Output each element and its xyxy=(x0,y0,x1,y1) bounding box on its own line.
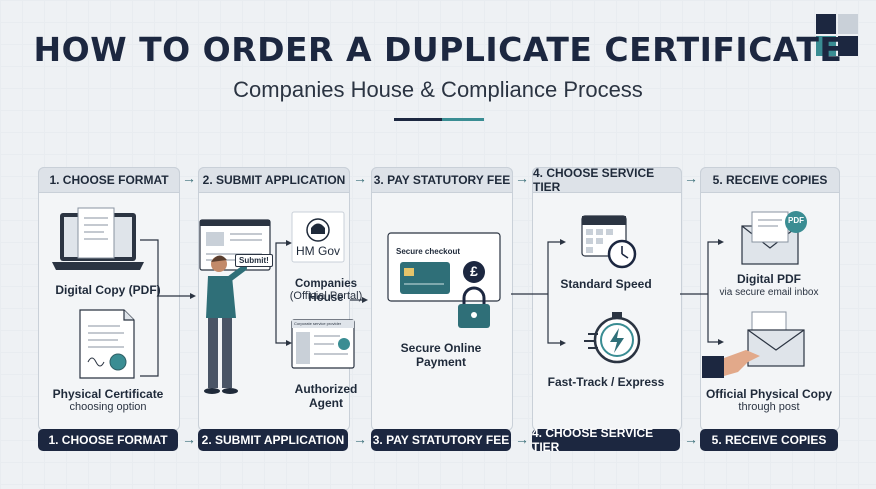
page-subtitle: Companies House & Compliance Process xyxy=(233,77,643,102)
agent-label-line-2: Agent xyxy=(309,396,343,410)
title-divider xyxy=(394,118,484,121)
header-arrow-icon: → xyxy=(182,170,196,186)
step-4-panel xyxy=(532,167,682,431)
stopwatch-bolt-icon xyxy=(584,312,641,364)
physical-certificate-sub: choosing option xyxy=(69,401,147,413)
step-2-footer: 2. SUBMIT APPLICATION xyxy=(198,429,348,451)
hand-envelope-icon xyxy=(702,311,805,378)
header-arrow-icon: → xyxy=(515,170,529,186)
agent-screen-icon xyxy=(291,319,355,369)
secure-checkout-window xyxy=(387,232,501,302)
standard-speed-label: Standard Speed xyxy=(560,277,652,291)
padlock-icon xyxy=(458,286,490,328)
hm-gov-text: HM Gov xyxy=(295,244,340,258)
laptop-icon xyxy=(52,207,144,270)
physical-certificate-label: Physical Certificate xyxy=(52,387,164,401)
step-4-footer: 4. CHOOSE SERVICE TIER xyxy=(532,426,680,454)
submit-button[interactable]: Submit! xyxy=(235,254,273,267)
header-arrow-icon: → xyxy=(353,170,367,186)
step-5-panel xyxy=(700,167,840,431)
header-arrow-icon: → xyxy=(684,170,698,186)
calendar-clock-icon xyxy=(581,215,637,269)
step-2-header: 2. SUBMIT APPLICATION xyxy=(198,167,350,193)
companies-house-sub: (Official Portal) xyxy=(289,290,363,302)
payment-label-line-2: Payment xyxy=(415,355,467,369)
person-icon xyxy=(204,255,247,394)
step-3-header: 3. PAY STATUTORY FEE xyxy=(371,167,513,193)
digital-pdf-label: Digital PDF xyxy=(736,272,801,286)
brand-logo-icon xyxy=(816,14,858,56)
footer-arrow-icon: → xyxy=(353,431,367,447)
step-1-footer: 1. CHOOSE FORMAT xyxy=(38,429,178,451)
checkout-title: Secure checkout xyxy=(396,247,461,256)
pound-icon: £ xyxy=(470,263,478,279)
express-label: Fast-Track / Express xyxy=(547,375,665,389)
certificate-icon xyxy=(79,309,135,379)
physical-copy-sub: through post xyxy=(738,401,800,413)
footer-arrow-icon: → xyxy=(515,431,529,447)
physical-copy-label: Official Physical Copy xyxy=(705,387,833,401)
digital-copy-label: Digital Copy (PDF) xyxy=(55,283,161,297)
step-5-footer: 5. RECEIVE COPIES xyxy=(700,429,838,451)
agent-screen-title: Corporate service provider xyxy=(294,321,342,326)
step-4-header: 4. CHOOSE SERVICE TIER xyxy=(532,166,682,194)
payment-label-line-1: Secure Online xyxy=(400,341,482,355)
step-5-header: 5. RECEIVE COPIES xyxy=(700,167,840,193)
hm-gov-crest-icon xyxy=(291,211,345,263)
companies-house-label: Companies House xyxy=(295,278,357,304)
footer-arrow-icon: → xyxy=(182,431,196,447)
page-title: HOW TO ORDER A DUPLICATE CERTIFICATE xyxy=(33,30,843,69)
email-envelope-icon xyxy=(741,211,807,265)
step-1-header: 1. CHOOSE FORMAT xyxy=(38,167,180,193)
agent-label-line-1: Authorized xyxy=(294,382,358,396)
step-3-footer: 3. PAY STATUTORY FEE xyxy=(371,429,511,451)
pdf-badge: PDF xyxy=(788,216,804,225)
footer-arrow-icon: → xyxy=(684,431,698,447)
digital-pdf-sub: via secure email inbox xyxy=(719,287,819,298)
